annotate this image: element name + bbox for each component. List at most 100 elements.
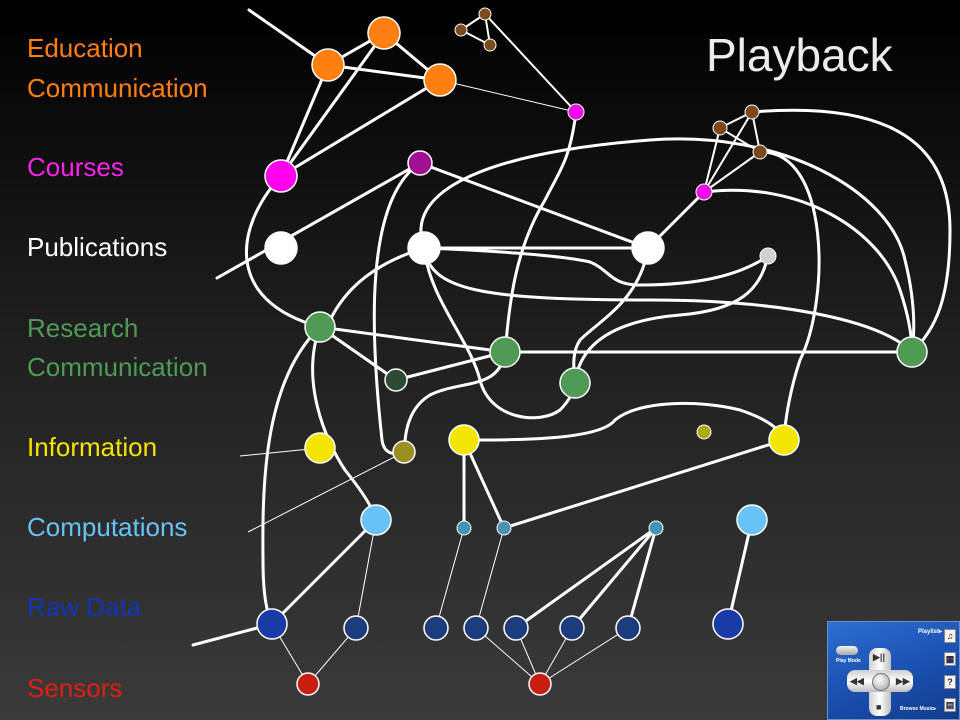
information-small-node <box>696 424 712 440</box>
computation-small-node <box>648 520 664 536</box>
edge <box>502 438 786 530</box>
edge <box>326 63 442 82</box>
edge <box>626 526 658 630</box>
edge <box>279 78 442 178</box>
research-node <box>559 367 591 399</box>
raw-data-dark-node <box>559 615 585 641</box>
legend-item-research-communication: Communication <box>27 352 208 382</box>
information-node <box>304 432 336 464</box>
publication-node <box>264 231 298 265</box>
edge <box>279 31 386 178</box>
legend-item-computations: Computations <box>27 512 188 542</box>
misc-brown-node <box>483 38 497 52</box>
edge <box>702 188 914 354</box>
misc-brown-node <box>712 120 728 136</box>
edge <box>717 110 762 155</box>
edge <box>402 350 507 454</box>
diagram-nodes <box>256 7 928 696</box>
raw-data-node <box>712 608 744 640</box>
play-pause-icon[interactable]: ▶|| <box>873 652 885 662</box>
edge <box>215 161 422 280</box>
education-node <box>423 63 457 97</box>
edge <box>570 526 658 630</box>
diagram-thin-edges <box>239 79 629 685</box>
edge <box>261 325 322 626</box>
stop-icon[interactable]: ■ <box>876 702 882 712</box>
publication-small-node <box>759 247 777 265</box>
edge <box>459 12 492 47</box>
media-player-widget[interactable]: Playlist▸ Play Mode ▶|| ■ ◀◀ ▶▶ Browse M… <box>827 621 960 720</box>
edge <box>703 151 761 193</box>
edge <box>758 150 821 442</box>
edge <box>422 246 914 354</box>
playlist-label[interactable]: Playlist▸ <box>918 629 943 635</box>
misc-brown-node <box>744 104 760 120</box>
edge <box>475 627 541 685</box>
edge <box>484 13 577 113</box>
center-button[interactable] <box>872 673 890 691</box>
grid-icon[interactable]: ▦ <box>944 652 956 666</box>
edge <box>419 137 916 354</box>
courses-node <box>567 103 585 121</box>
courses-node <box>695 183 713 201</box>
edge <box>355 519 377 629</box>
next-icon[interactable]: ▶▶ <box>896 676 910 686</box>
research-node <box>896 336 928 368</box>
raw-data-dark-node <box>615 615 641 641</box>
publication-node <box>407 231 441 265</box>
edge <box>462 401 786 442</box>
sensor-node <box>296 672 320 696</box>
edge <box>726 518 754 626</box>
research-node <box>489 336 521 368</box>
legend-item-communication: Communication <box>27 73 208 103</box>
edge <box>462 438 506 530</box>
edge <box>703 111 753 193</box>
research-dark-node <box>384 368 408 392</box>
research-node <box>304 311 336 343</box>
information-node <box>448 424 480 456</box>
edge <box>270 518 378 626</box>
legend-item-education: Education <box>27 33 143 63</box>
previous-icon[interactable]: ◀◀ <box>850 676 864 686</box>
edge <box>439 79 577 113</box>
edge <box>318 325 507 354</box>
computation-node <box>360 504 392 536</box>
education-node <box>367 16 401 50</box>
edge <box>279 63 330 178</box>
raw-data-dark-node <box>503 615 529 641</box>
list-icon[interactable]: ▤ <box>944 698 956 712</box>
raw-data-dark-node <box>343 615 369 641</box>
courses-node <box>264 159 298 193</box>
edge <box>422 246 770 287</box>
misc-brown-node <box>478 7 492 21</box>
edge <box>475 527 505 629</box>
browse-music-label[interactable]: Browse Music▸ <box>900 706 937 712</box>
edge <box>435 527 465 629</box>
help-icon[interactable]: ? <box>944 675 956 689</box>
information-node <box>768 424 800 456</box>
edge <box>247 451 405 533</box>
edge <box>572 246 650 385</box>
edge <box>539 627 629 685</box>
play-mode-label: Play Mode <box>836 658 861 664</box>
computation-small-node <box>496 520 512 536</box>
raw-data-dark-node <box>423 615 449 641</box>
edge <box>503 110 578 354</box>
edge <box>514 526 658 630</box>
legend-item-raw-data: Raw Data <box>27 592 142 622</box>
edge <box>418 161 650 250</box>
publication-node <box>631 231 665 265</box>
misc-brown-node <box>454 23 468 37</box>
raw-data-dark-node <box>463 615 489 641</box>
legend-item-sensors: Sensors <box>27 673 123 703</box>
legend-item-publications: Publications <box>27 232 168 262</box>
edge <box>318 246 426 334</box>
edge <box>311 325 378 522</box>
legend-item-research: Research <box>27 313 139 343</box>
legend-item-information: Information <box>27 432 158 462</box>
edge <box>394 350 507 382</box>
play-mode-toggle[interactable] <box>836 646 858 655</box>
courses-dark-node <box>407 150 433 176</box>
music-icon[interactable]: ♫ <box>944 629 956 643</box>
sensor-node <box>528 672 552 696</box>
